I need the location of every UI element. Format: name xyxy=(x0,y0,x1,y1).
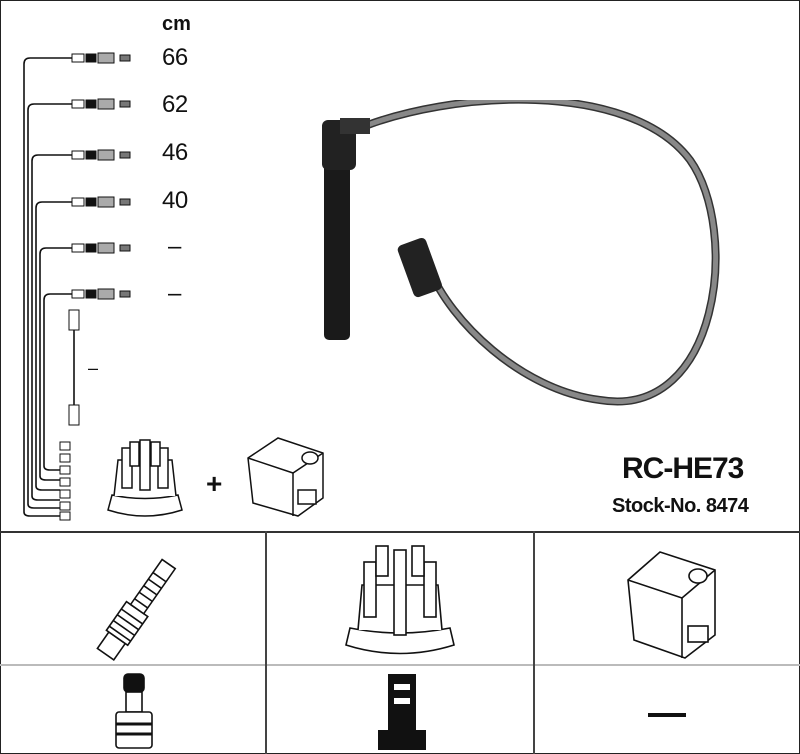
length-5: – xyxy=(168,233,181,260)
ignition-coil-icon xyxy=(627,551,716,659)
spark-plug-icon xyxy=(96,558,177,661)
distributor-cap-icon xyxy=(345,545,455,655)
spark-plug-connector-icon xyxy=(115,673,153,749)
divider-col-1 xyxy=(265,531,267,754)
wire-set-schematic xyxy=(23,52,131,521)
ignition-cable-illustration xyxy=(322,100,720,406)
product-code: RC-HE73 xyxy=(622,452,744,485)
divider-mid xyxy=(0,664,800,666)
unit-label: cm xyxy=(162,13,191,35)
length-2: 62 xyxy=(162,91,188,118)
no-part-marker xyxy=(648,713,686,717)
kit-overview: cm 66 62 46 40 – – – xyxy=(23,13,749,521)
divider-top xyxy=(0,531,800,533)
length-6: – xyxy=(168,280,181,307)
distributor-connector-icon xyxy=(378,674,426,750)
length-1: 66 xyxy=(162,44,188,71)
ignition-coil-small-icon xyxy=(247,437,324,517)
divider-col-2 xyxy=(533,531,535,754)
distributor-cap-small-icon xyxy=(107,439,183,517)
plus-sign: + xyxy=(206,468,223,499)
stock-number: Stock-No. 8474 xyxy=(612,495,749,517)
length-4: 40 xyxy=(162,187,188,214)
length-3: 46 xyxy=(162,139,188,166)
length-7: – xyxy=(88,358,98,378)
